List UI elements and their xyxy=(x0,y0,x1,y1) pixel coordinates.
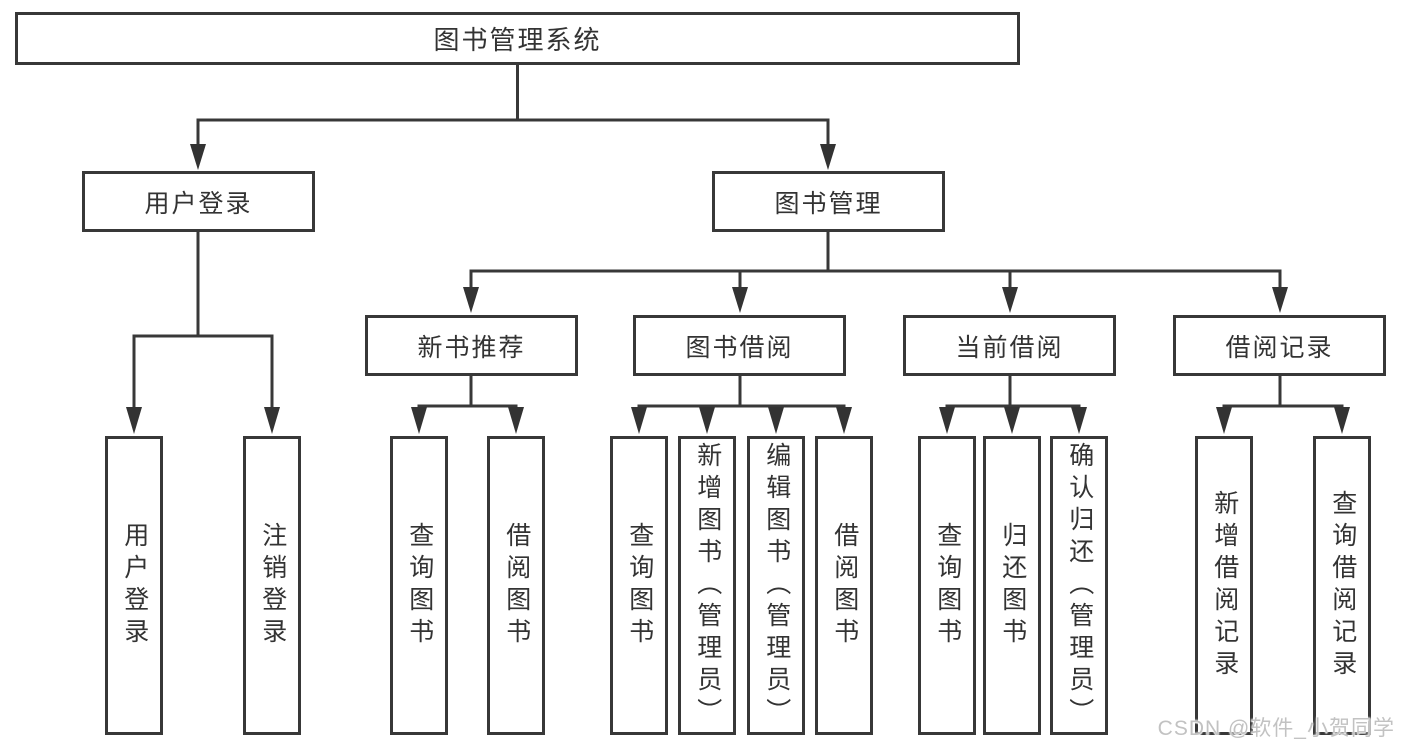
leaf-label: 查询图书 xyxy=(933,521,962,650)
leaf-edit-book-admin: 编辑图书（管理员） xyxy=(747,436,805,735)
leaf-label: 新增图书（管理员） xyxy=(693,441,722,730)
node-label: 借阅记录 xyxy=(1225,333,1334,362)
node-label: 用户登录 xyxy=(144,189,253,218)
node-label: 图书借阅 xyxy=(685,333,794,362)
connector-book-management-to-level3 xyxy=(463,230,1288,313)
connector-line xyxy=(196,63,830,146)
arrow-down-icon xyxy=(1002,287,1018,313)
leaf-confirm-return-admin: 确认归还（管理员） xyxy=(1050,436,1108,735)
leaf-label: 查询图书 xyxy=(625,521,654,650)
leaf-add-book-admin: 新增图书（管理员） xyxy=(678,436,736,735)
leaf-label: 查询图书 xyxy=(405,521,434,650)
node-root-system: 图书管理系统 xyxy=(15,12,1020,65)
node-label: 新书推荐 xyxy=(417,333,526,362)
leaf-label: 借阅图书 xyxy=(830,521,859,650)
arrow-down-icon xyxy=(1071,407,1087,434)
arrow-down-icon xyxy=(126,407,142,434)
node-user-login: 用户登录 xyxy=(82,171,315,232)
arrow-down-icon xyxy=(264,407,280,434)
leaf-label: 归还图书 xyxy=(998,521,1027,650)
arrow-down-icon xyxy=(699,407,715,434)
connector-line xyxy=(417,374,518,410)
leaf-user-login: 用户登录 xyxy=(105,436,163,735)
leaf-label: 新增借阅记录 xyxy=(1210,489,1239,682)
leaf-label: 借阅图书 xyxy=(502,521,531,650)
node-new-book-recommend: 新书推荐 xyxy=(365,315,578,376)
arrow-down-icon xyxy=(1334,407,1350,434)
leaf-label: 注销登录 xyxy=(258,521,287,650)
connector-borrow-records-to-leaves xyxy=(1216,374,1350,434)
arrow-down-icon xyxy=(836,407,852,434)
connector-line xyxy=(132,230,274,409)
node-current-borrow: 当前借阅 xyxy=(903,315,1116,376)
leaf-add-borrow-record: 新增借阅记录 xyxy=(1195,436,1253,735)
arrow-down-icon xyxy=(508,407,524,434)
leaf-label: 用户登录 xyxy=(120,521,149,650)
leaf-return-books: 归还图书 xyxy=(983,436,1041,735)
connector-current-borrow-to-leaves xyxy=(939,374,1087,434)
arrow-down-icon xyxy=(411,407,427,434)
leaf-logout: 注销登录 xyxy=(243,436,301,735)
connector-book-borrow-to-leaves xyxy=(631,374,852,434)
arrow-down-icon xyxy=(820,144,836,170)
connector-new-book-recommend-to-leaves xyxy=(411,374,524,434)
leaf-query-books-current: 查询图书 xyxy=(918,436,976,735)
node-label: 当前借阅 xyxy=(955,333,1064,362)
arrow-down-icon xyxy=(732,287,748,313)
arrow-down-icon xyxy=(463,287,479,313)
connector-line xyxy=(469,230,1282,289)
arrow-down-icon xyxy=(1004,407,1020,434)
connector-line xyxy=(637,374,846,410)
csdn-watermark: CSDN @软件_小贺同学 xyxy=(1157,717,1395,740)
arrow-down-icon xyxy=(939,407,955,434)
node-label: 图书管理系统 xyxy=(433,25,602,55)
leaf-borrow-books-recommend: 借阅图书 xyxy=(487,436,545,735)
arrow-down-icon xyxy=(190,144,206,170)
node-book-management: 图书管理 xyxy=(712,171,945,232)
leaf-query-borrow-record: 查询借阅记录 xyxy=(1313,436,1371,735)
connector-user-login-to-leaves xyxy=(126,230,280,434)
arrow-down-icon xyxy=(1216,407,1232,434)
leaf-label: 编辑图书（管理员） xyxy=(762,441,791,730)
arrow-down-icon xyxy=(768,407,784,434)
connector-line xyxy=(945,374,1081,410)
leaf-query-books-borrow: 查询图书 xyxy=(610,436,668,735)
arrow-down-icon xyxy=(1272,287,1288,313)
arrow-down-icon xyxy=(631,407,647,434)
connector-line xyxy=(1222,374,1344,410)
leaf-borrow-books: 借阅图书 xyxy=(815,436,873,735)
node-borrow-records: 借阅记录 xyxy=(1173,315,1386,376)
leaf-label: 查询借阅记录 xyxy=(1328,489,1357,682)
node-book-borrow: 图书借阅 xyxy=(633,315,846,376)
leaf-query-books-recommend: 查询图书 xyxy=(390,436,448,735)
leaf-label: 确认归还（管理员） xyxy=(1065,441,1094,730)
connector-root-to-level2 xyxy=(190,63,836,170)
node-label: 图书管理 xyxy=(774,189,883,218)
